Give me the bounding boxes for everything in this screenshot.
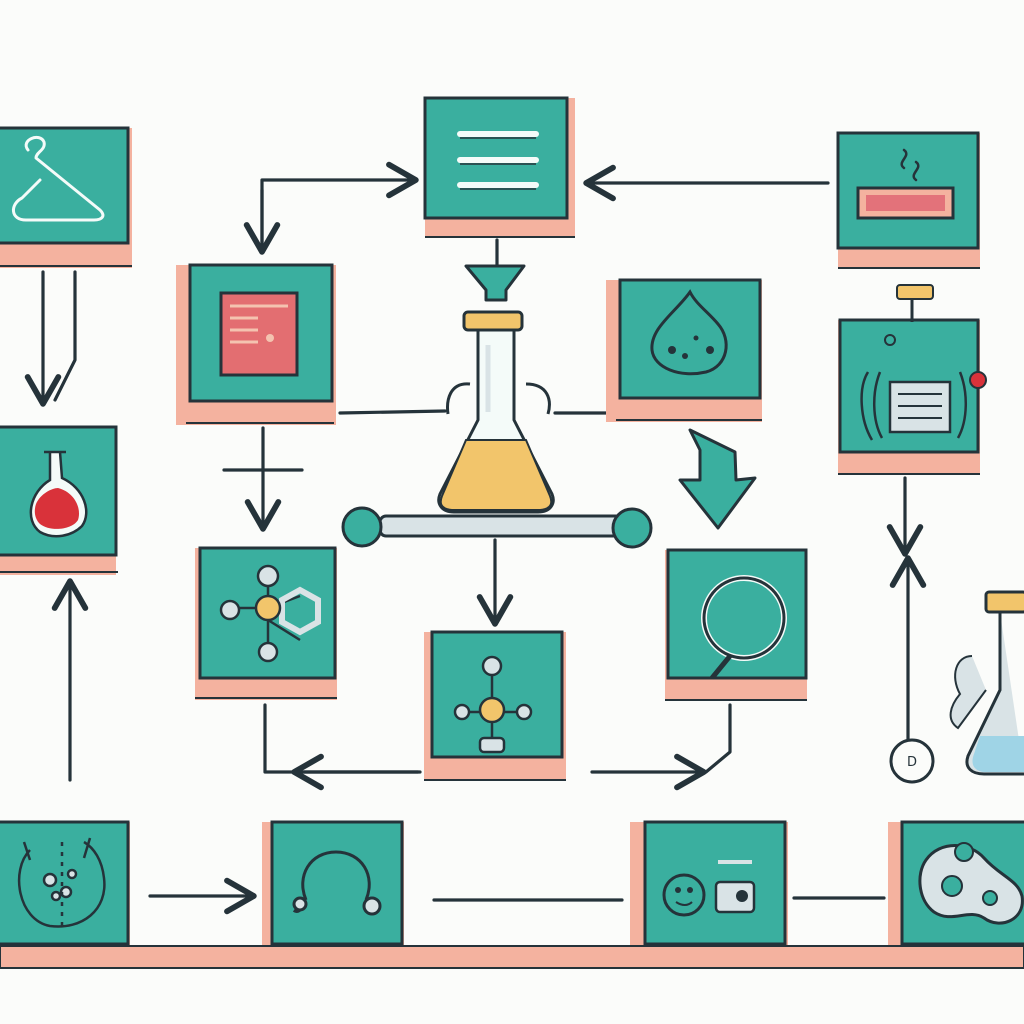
card-droplet[interactable] [606,278,762,422]
funnel-icon [464,264,526,302]
cells-icon [918,842,1024,925]
small-node[interactable]: D [889,738,935,784]
card-hanger[interactable] [0,126,132,268]
card-notes[interactable] [423,96,575,238]
right-node [611,507,653,549]
arrow-loop-to-notes [260,161,419,247]
line-panel-to-center [338,409,447,415]
molecule-icon [219,564,321,663]
card-stethoscope[interactable] [262,820,404,950]
hanger-icon [12,136,105,222]
edge-flask-icon [949,590,1024,776]
small-node-label: D [907,755,917,770]
droplet-icon [650,289,728,376]
control-panel-icon [219,291,299,377]
card-petri[interactable] [0,820,130,950]
card-flask[interactable] [0,425,118,575]
lab-machine-icon [860,284,987,441]
card-machine[interactable] [838,284,987,475]
magnifier-icon [701,575,787,680]
bottom-base-bar [0,945,1024,969]
card-panel[interactable] [176,263,336,425]
line-magnifier-down [704,703,732,774]
left-node [341,506,383,548]
list-lines-icon [457,131,539,188]
card-cells[interactable] [888,820,1024,950]
hot-plate-icon [856,148,955,220]
arrow-molecule-left [263,703,420,774]
molecule-icon [453,655,533,754]
card-molecule-a[interactable] [195,546,337,700]
petri-dish-icon [17,837,106,930]
card-molecule-b[interactable] [424,630,566,781]
center-apparatus [341,264,653,549]
card-scale[interactable] [630,820,788,950]
connectors [24,161,927,915]
shield-arrow [678,428,757,530]
stethoscope-icon [292,850,382,916]
card-magnifier[interactable] [665,548,808,701]
card-heater[interactable] [836,131,980,269]
scale-icon [662,860,756,917]
line-hanger-side [53,270,77,402]
red-flask-icon [29,450,88,538]
